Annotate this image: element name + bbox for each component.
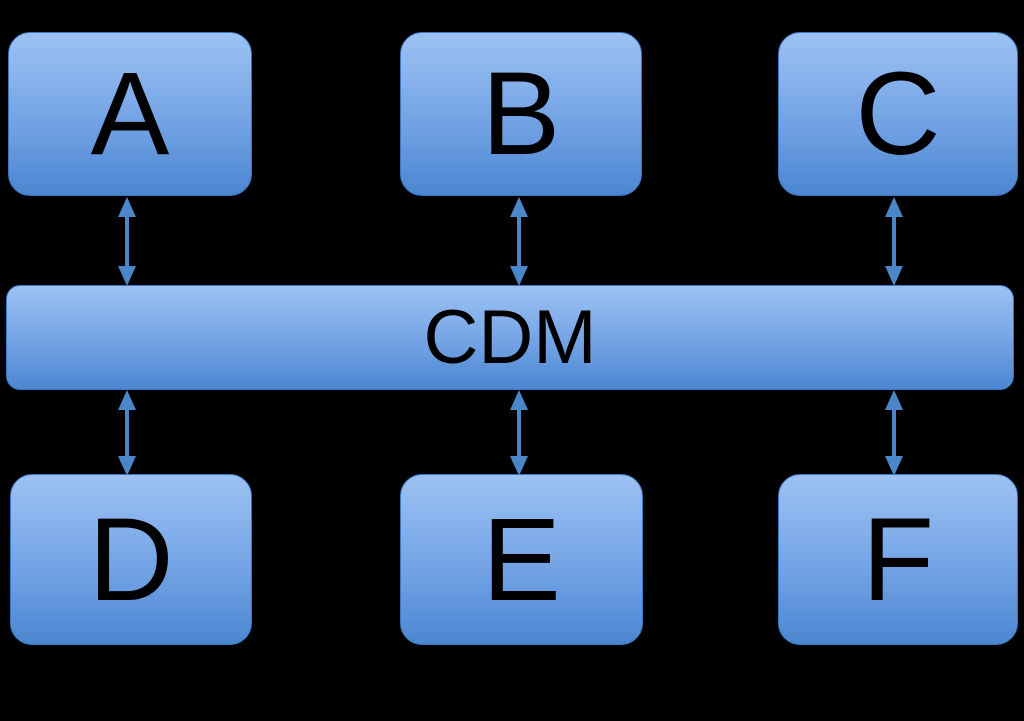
double-arrow-icon bbox=[510, 390, 528, 476]
double-arrow-icon bbox=[510, 197, 528, 286]
connector-c-cdm[interactable] bbox=[878, 197, 910, 286]
cdm-bus-label: CDM bbox=[423, 294, 597, 380]
double-arrow-icon bbox=[885, 197, 903, 286]
connector-b-cdm[interactable] bbox=[503, 197, 535, 286]
node-f-label: F bbox=[861, 493, 935, 626]
node-c[interactable]: C bbox=[778, 32, 1018, 196]
connector-cdm-e[interactable] bbox=[503, 390, 535, 476]
node-e[interactable]: E bbox=[400, 474, 643, 645]
node-d-label: D bbox=[88, 493, 174, 626]
node-a[interactable]: A bbox=[8, 32, 252, 196]
node-c-label: C bbox=[855, 48, 941, 180]
double-arrow-icon bbox=[118, 390, 136, 476]
node-a-label: A bbox=[90, 48, 170, 180]
node-e-label: E bbox=[482, 493, 561, 626]
connector-a-cdm[interactable] bbox=[111, 197, 143, 286]
double-arrow-icon bbox=[885, 390, 903, 476]
node-b-label: B bbox=[481, 48, 561, 180]
connector-cdm-d[interactable] bbox=[111, 390, 143, 476]
node-f[interactable]: F bbox=[778, 474, 1018, 645]
node-b[interactable]: B bbox=[400, 32, 642, 196]
node-d[interactable]: D bbox=[10, 474, 252, 645]
connector-cdm-f[interactable] bbox=[878, 390, 910, 476]
double-arrow-icon bbox=[118, 197, 136, 286]
cdm-bus[interactable]: CDM bbox=[6, 285, 1014, 390]
